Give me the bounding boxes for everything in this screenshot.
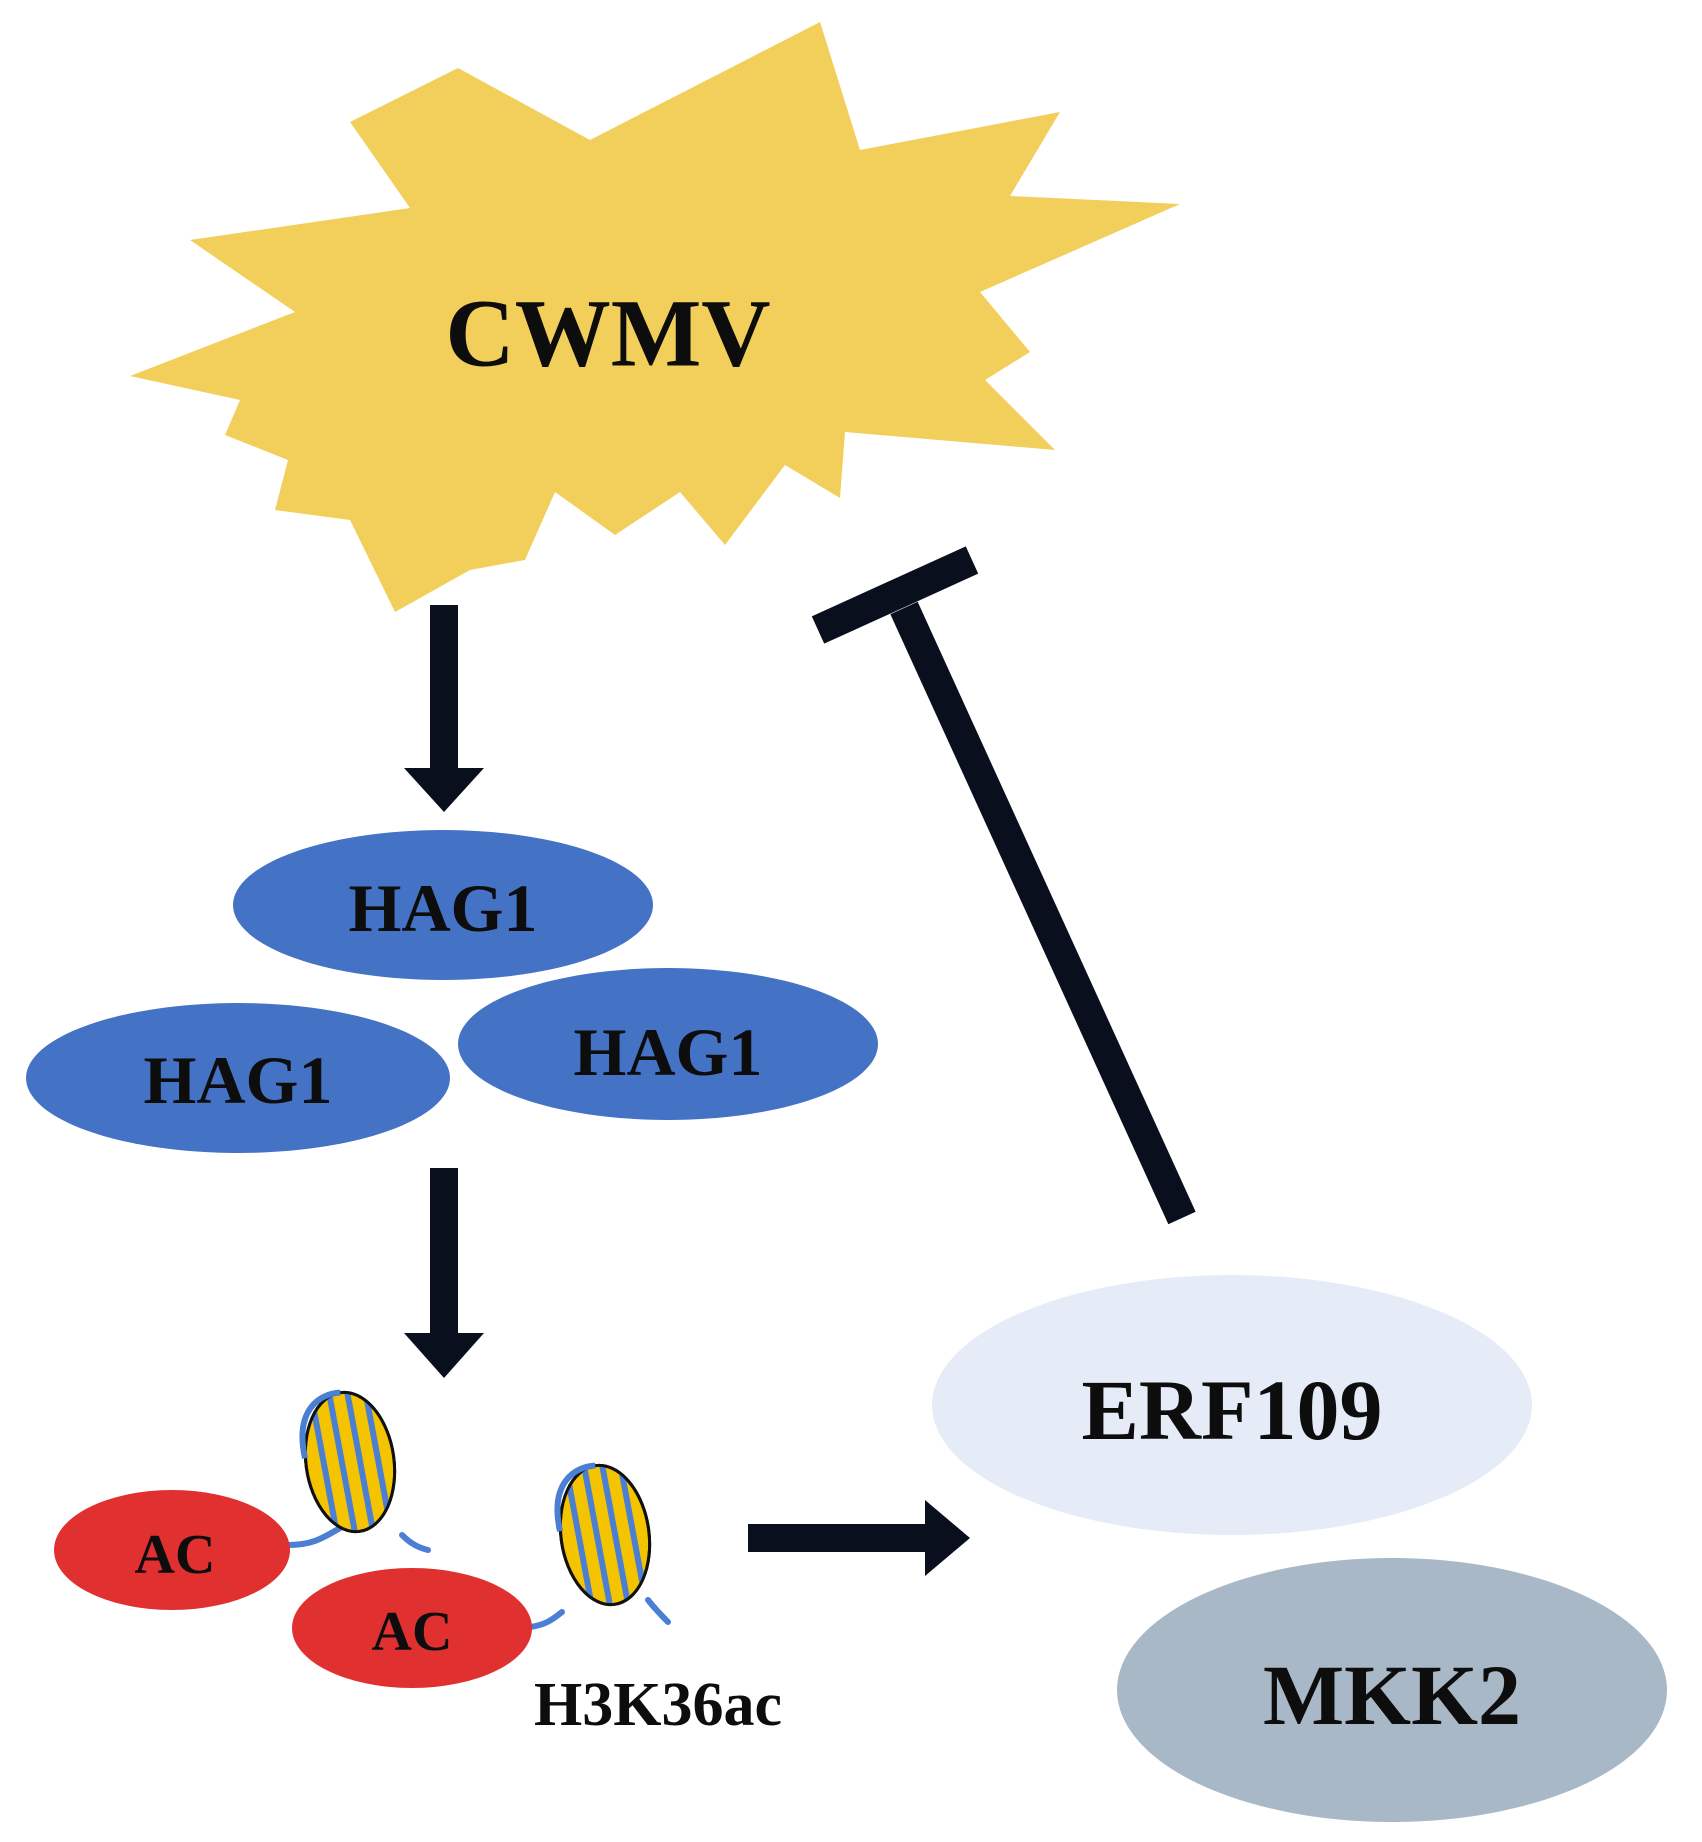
hag1-top-label: HAG1 — [349, 870, 538, 946]
ac-right-node: AC — [292, 1568, 532, 1688]
cwmv-burst-shape — [130, 22, 1180, 612]
mkk2-label: MKK2 — [1263, 1647, 1521, 1743]
erf109-label: ERF109 — [1082, 1362, 1383, 1458]
ac-right-label: AC — [372, 1601, 453, 1663]
cwmv-label: CWMV — [445, 280, 770, 387]
arrow-hag1-to-h3k36ac — [404, 1168, 484, 1378]
dna-strand-2 — [399, 1532, 431, 1553]
erf109-node: ERF109 — [932, 1275, 1532, 1535]
cwmv-node: CWMV — [130, 22, 1180, 612]
inhibition-erf109-to-cwmv — [811, 546, 1196, 1225]
dna-strand-4 — [645, 1597, 671, 1625]
ac-left-label: AC — [135, 1524, 216, 1586]
dna-strand-1 — [285, 1525, 343, 1548]
hag1-top-shape — [233, 830, 653, 980]
hag1-right-shape — [458, 968, 878, 1120]
hag1-left-shape — [26, 1003, 450, 1153]
ac-left-node: AC — [54, 1490, 290, 1610]
arrow-h3k36ac-to-erf109 — [748, 1500, 970, 1576]
erf109-shape — [932, 1275, 1532, 1535]
arrow-cwmv-to-hag1 — [404, 605, 484, 812]
mkk2-node: MKK2 — [1117, 1558, 1667, 1822]
hag1-left-label: HAG1 — [144, 1042, 333, 1118]
h3k36ac-label: H3K36ac — [534, 1671, 782, 1739]
nucleosome-2 — [554, 1459, 653, 1611]
hag1-complex: HAG1 HAG1 HAG1 — [26, 830, 878, 1153]
ac-right-shape — [292, 1568, 532, 1688]
hag1-right-label: HAG1 — [574, 1014, 763, 1090]
nucleosome-1 — [299, 1386, 398, 1538]
ac-left-shape — [54, 1490, 290, 1610]
dna-strand-group — [285, 1525, 671, 1630]
dna-strand-3 — [527, 1609, 565, 1630]
mkk2-shape — [1117, 1558, 1667, 1822]
